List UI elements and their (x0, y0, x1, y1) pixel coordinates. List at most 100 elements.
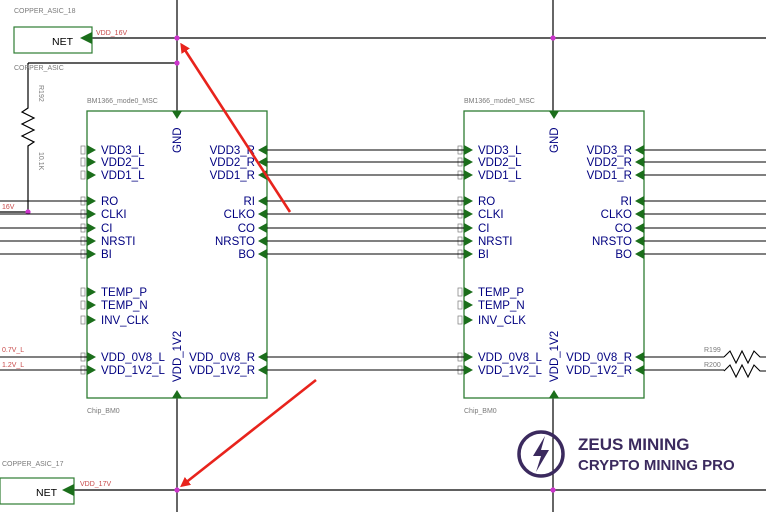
chip-bm1366-1[interactable]: BM1366_mode0_MSC Chip_BM0 GND VDD_1V2 VDD3_L… (80, 98, 268, 415)
pin-label-left: VDD2_L (478, 157, 522, 169)
pin-label-right: BO (238, 249, 255, 261)
junctions (25, 35, 556, 493)
pin-label-right: RI (621, 196, 633, 208)
chip-name-label: Chip_BM0 (87, 408, 120, 415)
pin-marker (258, 236, 267, 246)
pin-label-vdd-1v2: VDD_1V2 (549, 331, 561, 382)
pin-label-right: CLKO (224, 209, 255, 221)
resistor-r192: R192 10.1K (20, 85, 44, 171)
resistor-r192-symbol (20, 100, 36, 160)
pin-marker (464, 315, 473, 325)
pin-marker (87, 287, 96, 297)
chips-layer: BM1366_mode0_MSC Chip_BM0 GND VDD_1V2 VDD3_L… (0, 98, 766, 415)
pin-marker (87, 209, 96, 219)
port-top[interactable]: COPPER_ASIC_18 NET VDD_16V COPPER_ASIC (13, 8, 127, 72)
port-bottom-title: COPPER_ASIC_17 (2, 461, 64, 468)
pin-stub (457, 287, 463, 297)
pin-marker (635, 157, 644, 167)
pin-marker (87, 300, 96, 310)
pin-marker (635, 249, 644, 259)
pin-marker (87, 315, 96, 325)
port-top-label: NET (52, 36, 74, 48)
pin-stub (80, 287, 86, 297)
junction-dot (174, 487, 180, 493)
pin-label-right: VDD_1V2_R (189, 365, 255, 377)
pin-marker (87, 249, 96, 259)
pin-marker (549, 111, 559, 119)
pin-marker (172, 390, 182, 398)
pin-stub (80, 170, 86, 180)
port-top-sub: COPPER_ASIC (14, 65, 64, 72)
pin-marker (87, 352, 96, 362)
pin-label-right: VDD3_R (587, 145, 632, 157)
port-bottom-box[interactable] (0, 477, 75, 505)
resistor-r199-symbol (723, 349, 766, 365)
port-top-title: COPPER_ASIC_18 (14, 8, 76, 15)
port-bottom-label: NET (36, 487, 58, 499)
port-bottom-net: VDD_17V (80, 481, 111, 488)
pin-stub (80, 315, 86, 325)
resistor-r192-value: 10.1K (37, 152, 44, 171)
junction-dot (25, 209, 31, 215)
pin-label-right: CO (615, 223, 632, 235)
pin-stub (80, 300, 86, 310)
pin-marker (635, 196, 644, 206)
pin-marker (635, 223, 644, 233)
pin-stub (457, 300, 463, 310)
port-bottom-arrow-icon (62, 484, 74, 496)
pin-label-right: VDD_0V8_R (566, 352, 632, 364)
pin-marker (258, 209, 267, 219)
pin-marker (464, 223, 473, 233)
pin-label-left: NRSTI (101, 236, 136, 248)
left-power-1v2: 1.2V_L (2, 362, 24, 369)
watermark-logo: ZEUS MINING CRYPTO MINING PRO (517, 430, 735, 478)
pin-stub (457, 315, 463, 325)
junction-dot (550, 35, 556, 41)
pin-label-right: NRSTO (215, 236, 255, 248)
pin-marker (258, 352, 267, 362)
chip-name-label: Chip_BM0 (464, 408, 497, 415)
pin-marker (464, 145, 473, 155)
pin-marker (464, 157, 473, 167)
watermark-line1: ZEUS MINING (578, 435, 689, 454)
pin-marker (464, 287, 473, 297)
pin-marker (258, 145, 267, 155)
pin-label-gnd: GND (549, 127, 561, 153)
chip-part-label: BM1366_mode0_MSC (87, 98, 158, 105)
pin-label-left: TEMP_N (101, 300, 148, 312)
pin-marker (258, 365, 267, 375)
port-bottom[interactable]: COPPER_ASIC_17 NET VDD_17V (0, 461, 111, 505)
chip-bm1366-2[interactable]: BM1366_mode0_MSCChip_BM0GNDVDD_1V2VDD3_L… (457, 98, 645, 415)
pin-label-gnd: GND (172, 127, 184, 153)
pin-marker (87, 196, 96, 206)
pin-label-left: CI (101, 223, 113, 235)
pin-marker (464, 365, 473, 375)
pin-label-left: VDD1_L (478, 170, 522, 182)
pin-label-vdd-1v2: VDD_1V2 (172, 331, 184, 382)
port-top-box[interactable] (13, 26, 93, 54)
pin-label-left: INV_CLK (478, 315, 526, 327)
pin-label-left: NRSTI (478, 236, 513, 248)
pin-marker (635, 170, 644, 180)
pin-marker (87, 145, 96, 155)
pin-label-left: VDD_0V8_L (101, 352, 166, 364)
pin-label-right: VDD1_R (210, 170, 255, 182)
pin-marker (635, 209, 644, 219)
pin-marker (87, 170, 96, 180)
chip-body[interactable] (86, 110, 268, 399)
signal-wires (0, 149, 766, 371)
pin-label-left: VDD_1V2_L (478, 365, 543, 377)
pin-label-right: VDD2_R (587, 157, 632, 169)
pin-marker (464, 170, 473, 180)
pin-marker (635, 145, 644, 155)
pin-marker (464, 209, 473, 219)
pin-label-right: VDD2_R (210, 157, 255, 169)
resistor-r200-ref: R200 (704, 362, 721, 369)
pin-label-right: NRSTO (592, 236, 632, 248)
pin-label-left: VDD3_L (101, 145, 145, 157)
pin-marker (87, 236, 96, 246)
left-power-0v7: 0.7V_L (2, 347, 24, 354)
pin-stub (80, 145, 86, 155)
pin-label-left: VDD_1V2_L (101, 365, 166, 377)
